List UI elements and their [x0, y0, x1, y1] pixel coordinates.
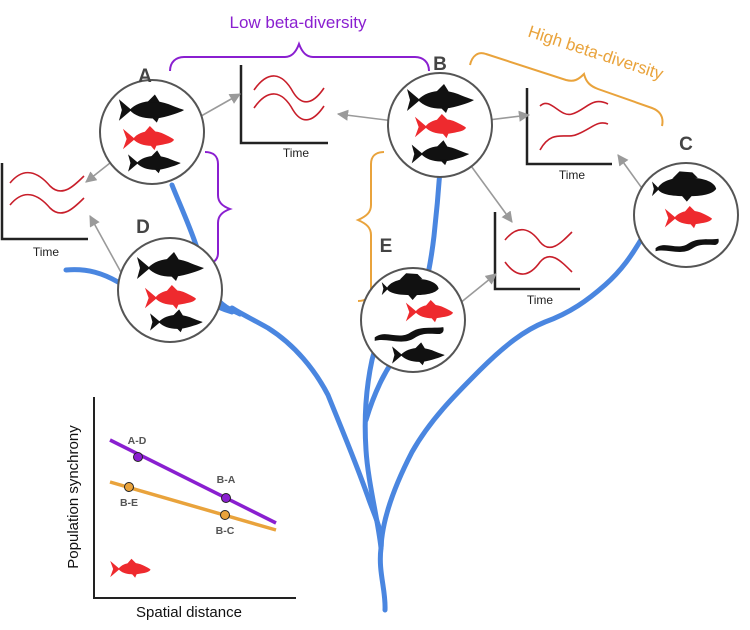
site-d [117, 237, 223, 343]
site-b [387, 72, 493, 178]
point-b-a [221, 493, 231, 503]
high-beta-bracket-top [469, 52, 664, 127]
time-series-line [539, 100, 609, 116]
pair-label-a-d: A-D [128, 435, 147, 447]
point-b-e [124, 482, 134, 492]
time-plot-left: Time [0, 163, 88, 259]
time-axis-label: Time [559, 168, 586, 182]
site-b-label: B [433, 54, 447, 75]
time-series-line [539, 122, 609, 151]
time-axis-label: Time [283, 146, 310, 160]
site-d-label: D [136, 217, 150, 238]
time-series-line [253, 75, 325, 103]
low-beta-bracket-side [204, 151, 233, 265]
time-series-line [253, 93, 325, 121]
site-e [360, 267, 466, 373]
site-c-label: C [679, 134, 693, 155]
river-branch-c [378, 235, 645, 551]
time-series-line [504, 228, 573, 249]
site-a [99, 79, 205, 185]
low-beta-label: Low beta-diversity [229, 13, 367, 32]
high-beta-regression-line [109, 480, 277, 532]
time-plot-top-center: Time [239, 65, 328, 160]
pair-label-b-a: B-A [217, 474, 236, 486]
time-plot-center: Time [493, 212, 580, 307]
low-beta-bracket-top [169, 41, 430, 72]
time-plot-top-right: Time [525, 88, 612, 182]
site-c [633, 162, 739, 268]
pair-label-b-e: B-E [120, 497, 138, 509]
river-network [63, 167, 645, 613]
point-b-c [220, 510, 230, 520]
inset-x-axis-label: Spatial distance [136, 604, 242, 621]
focal-fish-icon [110, 558, 151, 578]
time-series-line [504, 255, 573, 275]
time-axis-label: Time [527, 293, 554, 307]
point-a-d [133, 452, 143, 462]
site-e-label: E [380, 236, 393, 257]
inset-axes [93, 397, 296, 599]
pair-label-b-c: B-C [216, 525, 235, 537]
low-beta-regression-line [109, 438, 277, 525]
time-series-line [9, 171, 85, 192]
inset-y-axis-label: Population synchrony [65, 425, 82, 569]
synchrony-inset: A-D B-A B-E B-C Spatial distance Populat… [65, 397, 296, 621]
river-main-stem [229, 305, 388, 613]
time-series-line [9, 193, 85, 214]
site-a-label: A [138, 66, 152, 87]
time-axis-label: Time [33, 245, 60, 259]
